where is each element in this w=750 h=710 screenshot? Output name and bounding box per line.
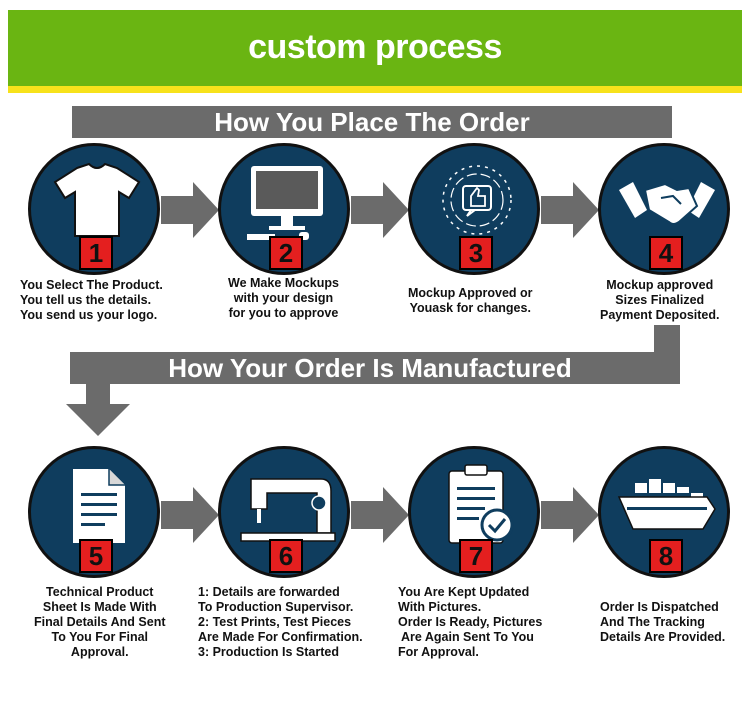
step-number: 4: [649, 236, 683, 270]
step-3-circle: 3: [408, 143, 540, 275]
step-2-circle: 2: [218, 143, 350, 275]
computer-icon: [247, 166, 323, 240]
arrow-5-6: [161, 487, 219, 543]
arrow-3-4: [541, 182, 599, 238]
document-icon: [73, 469, 125, 543]
step-6-circle: 6: [218, 446, 350, 578]
clipboard-check-icon: [448, 464, 514, 544]
step-number: 3: [459, 236, 493, 270]
handshake-icon: [619, 182, 715, 225]
step-number: 8: [649, 539, 683, 573]
step-1-circle: 1: [28, 143, 160, 275]
header-banner: custom process: [8, 10, 742, 86]
arrow-6-7: [351, 487, 409, 543]
step-number: 5: [79, 539, 113, 573]
step-5-circle: 5: [28, 446, 160, 578]
step-8-circle: 8: [598, 446, 730, 578]
step-number: 7: [459, 539, 493, 573]
arrow-1-2: [161, 182, 219, 238]
connector-left-vertical: [86, 368, 110, 408]
cargo-ship-icon: [617, 479, 716, 530]
page-title: custom process: [248, 28, 502, 66]
step-4-circle: 4: [598, 143, 730, 275]
section-title-place-order: How You Place The Order: [72, 106, 672, 138]
section-title-manufacture: How Your Order Is Manufactured: [70, 352, 670, 384]
step-number: 2: [269, 236, 303, 270]
step-7-circle: 7: [408, 446, 540, 578]
arrow-2-3: [351, 182, 409, 238]
thumbs-up-icon: [442, 165, 512, 235]
down-arrow: [66, 404, 130, 436]
sewing-machine-icon: [240, 478, 336, 542]
step-1-description: You Select The Product.You tell us the d…: [20, 278, 163, 322]
arrow-7-8: [541, 487, 599, 543]
step-number: 6: [269, 539, 303, 573]
step-number: 1: [79, 236, 113, 270]
banner-underline: [8, 86, 742, 93]
t-shirt-icon: [53, 162, 141, 237]
